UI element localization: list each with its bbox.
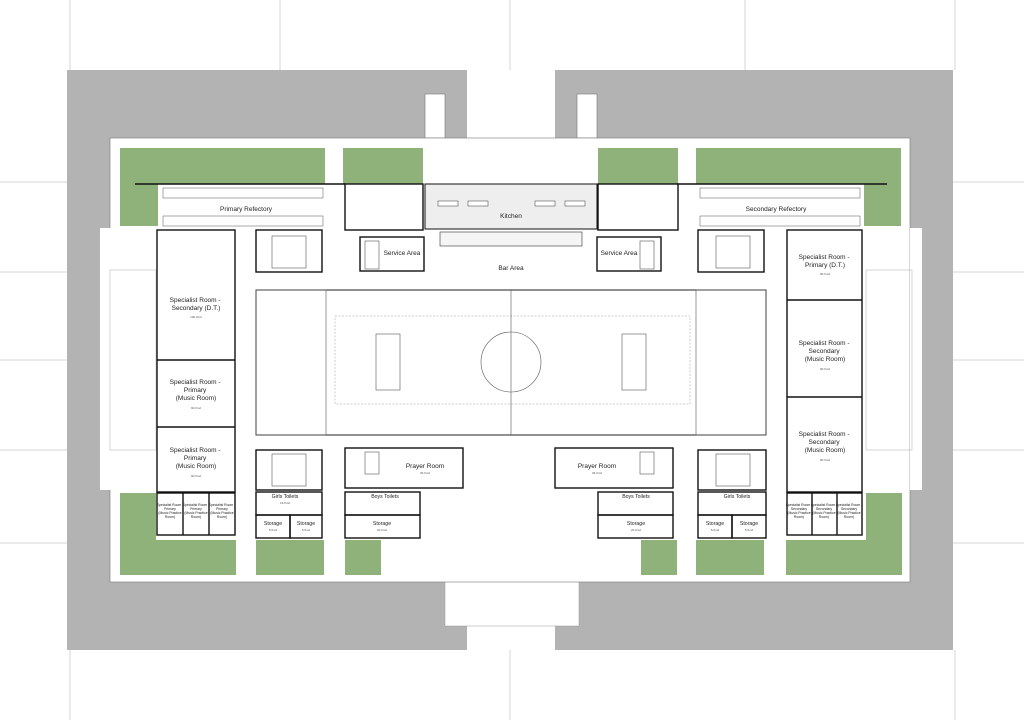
label-storage-3: Storage bbox=[373, 521, 391, 527]
label-practice-right-3: Specialist Room -Secondary(Music Practic… bbox=[836, 503, 863, 519]
area-sr-secondary-music-1: 90.0m2 bbox=[820, 367, 830, 371]
label-kitchen: Kitchen bbox=[500, 213, 522, 220]
area-storage-6: 5.0m2 bbox=[745, 528, 754, 532]
area-prayer-room-right: 36.0m2 bbox=[592, 471, 602, 475]
area-storage-4: 20.0m2 bbox=[631, 528, 641, 532]
area-sr-secondary-dt: 100.0m2 bbox=[190, 315, 202, 319]
label-primary-refectory: Primary Refectory bbox=[220, 206, 273, 213]
label-service-area-right: Service Area bbox=[601, 250, 638, 257]
area-sr-secondary-music-2: 90.0m2 bbox=[820, 458, 830, 462]
label-storage-5: Storage bbox=[706, 521, 724, 527]
label-storage-1: Storage bbox=[264, 521, 282, 527]
refectory-tables bbox=[162, 187, 861, 227]
label-prayer-room-right: Prayer Room bbox=[578, 463, 616, 470]
label-girls-toilets-right: Girls Toilets bbox=[724, 494, 751, 500]
label-sr-primary-dt: Specialist Room - Primary (D.T.) bbox=[799, 254, 852, 269]
area-storage-1: 5.0m2 bbox=[269, 528, 278, 532]
area-sr-primary-dt: 90.0m2 bbox=[820, 272, 830, 276]
label-storage-4: Storage bbox=[627, 521, 645, 527]
label-practice-right-1: Specialist Room -Secondary(Music Practic… bbox=[786, 503, 813, 519]
side-ramps bbox=[109, 269, 913, 451]
label-service-area-left: Service Area bbox=[384, 250, 421, 257]
label-sr-primary-music-2: Specialist Room - Primary (Music Room) bbox=[170, 447, 223, 470]
label-girls-toilets-left: Girls Toilets bbox=[272, 494, 299, 500]
kitchen-block bbox=[424, 183, 598, 247]
label-storage-2: Storage bbox=[297, 521, 315, 527]
label-boys-toilets-right: Boys Toilets bbox=[622, 494, 650, 500]
area-girls-toilets-left: 19.0m2 bbox=[280, 501, 290, 505]
label-sr-secondary-music-2: Specialist Room - Secondary (Music Room) bbox=[799, 431, 852, 454]
label-storage-6: Storage bbox=[740, 521, 758, 527]
area-storage-3: 20.0m2 bbox=[377, 528, 387, 532]
label-prayer-room-left: Prayer Room bbox=[406, 463, 444, 470]
room-labels: Primary Refectory Secondary Refectory Ki… bbox=[170, 206, 852, 532]
green-courts bbox=[120, 148, 902, 575]
label-secondary-refectory: Secondary Refectory bbox=[746, 206, 807, 213]
label-practice-right-2: Specialist Room -Secondary(Music Practic… bbox=[811, 503, 838, 519]
label-boys-toilets-left: Boys Toilets bbox=[371, 494, 399, 500]
label-sr-primary-music-1: Specialist Room - Primary (Music Room) bbox=[170, 379, 223, 402]
area-sr-primary-music-2: 90.0m2 bbox=[191, 474, 201, 478]
label-sr-secondary-dt: Specialist Room - Secondary (D.T.) bbox=[170, 297, 223, 312]
walls bbox=[135, 183, 887, 539]
area-sr-primary-music-1: 90.0m2 bbox=[191, 406, 201, 410]
label-bar-area: Bar Area bbox=[498, 265, 524, 272]
area-prayer-room-left: 36.0m2 bbox=[420, 471, 430, 475]
area-storage-2: 5.0m2 bbox=[302, 528, 311, 532]
sports-hall bbox=[255, 289, 767, 436]
area-storage-5: 5.0m2 bbox=[711, 528, 720, 532]
stairs bbox=[271, 235, 751, 487]
label-sr-secondary-music-1: Specialist Room - Secondary (Music Room) bbox=[799, 340, 852, 363]
